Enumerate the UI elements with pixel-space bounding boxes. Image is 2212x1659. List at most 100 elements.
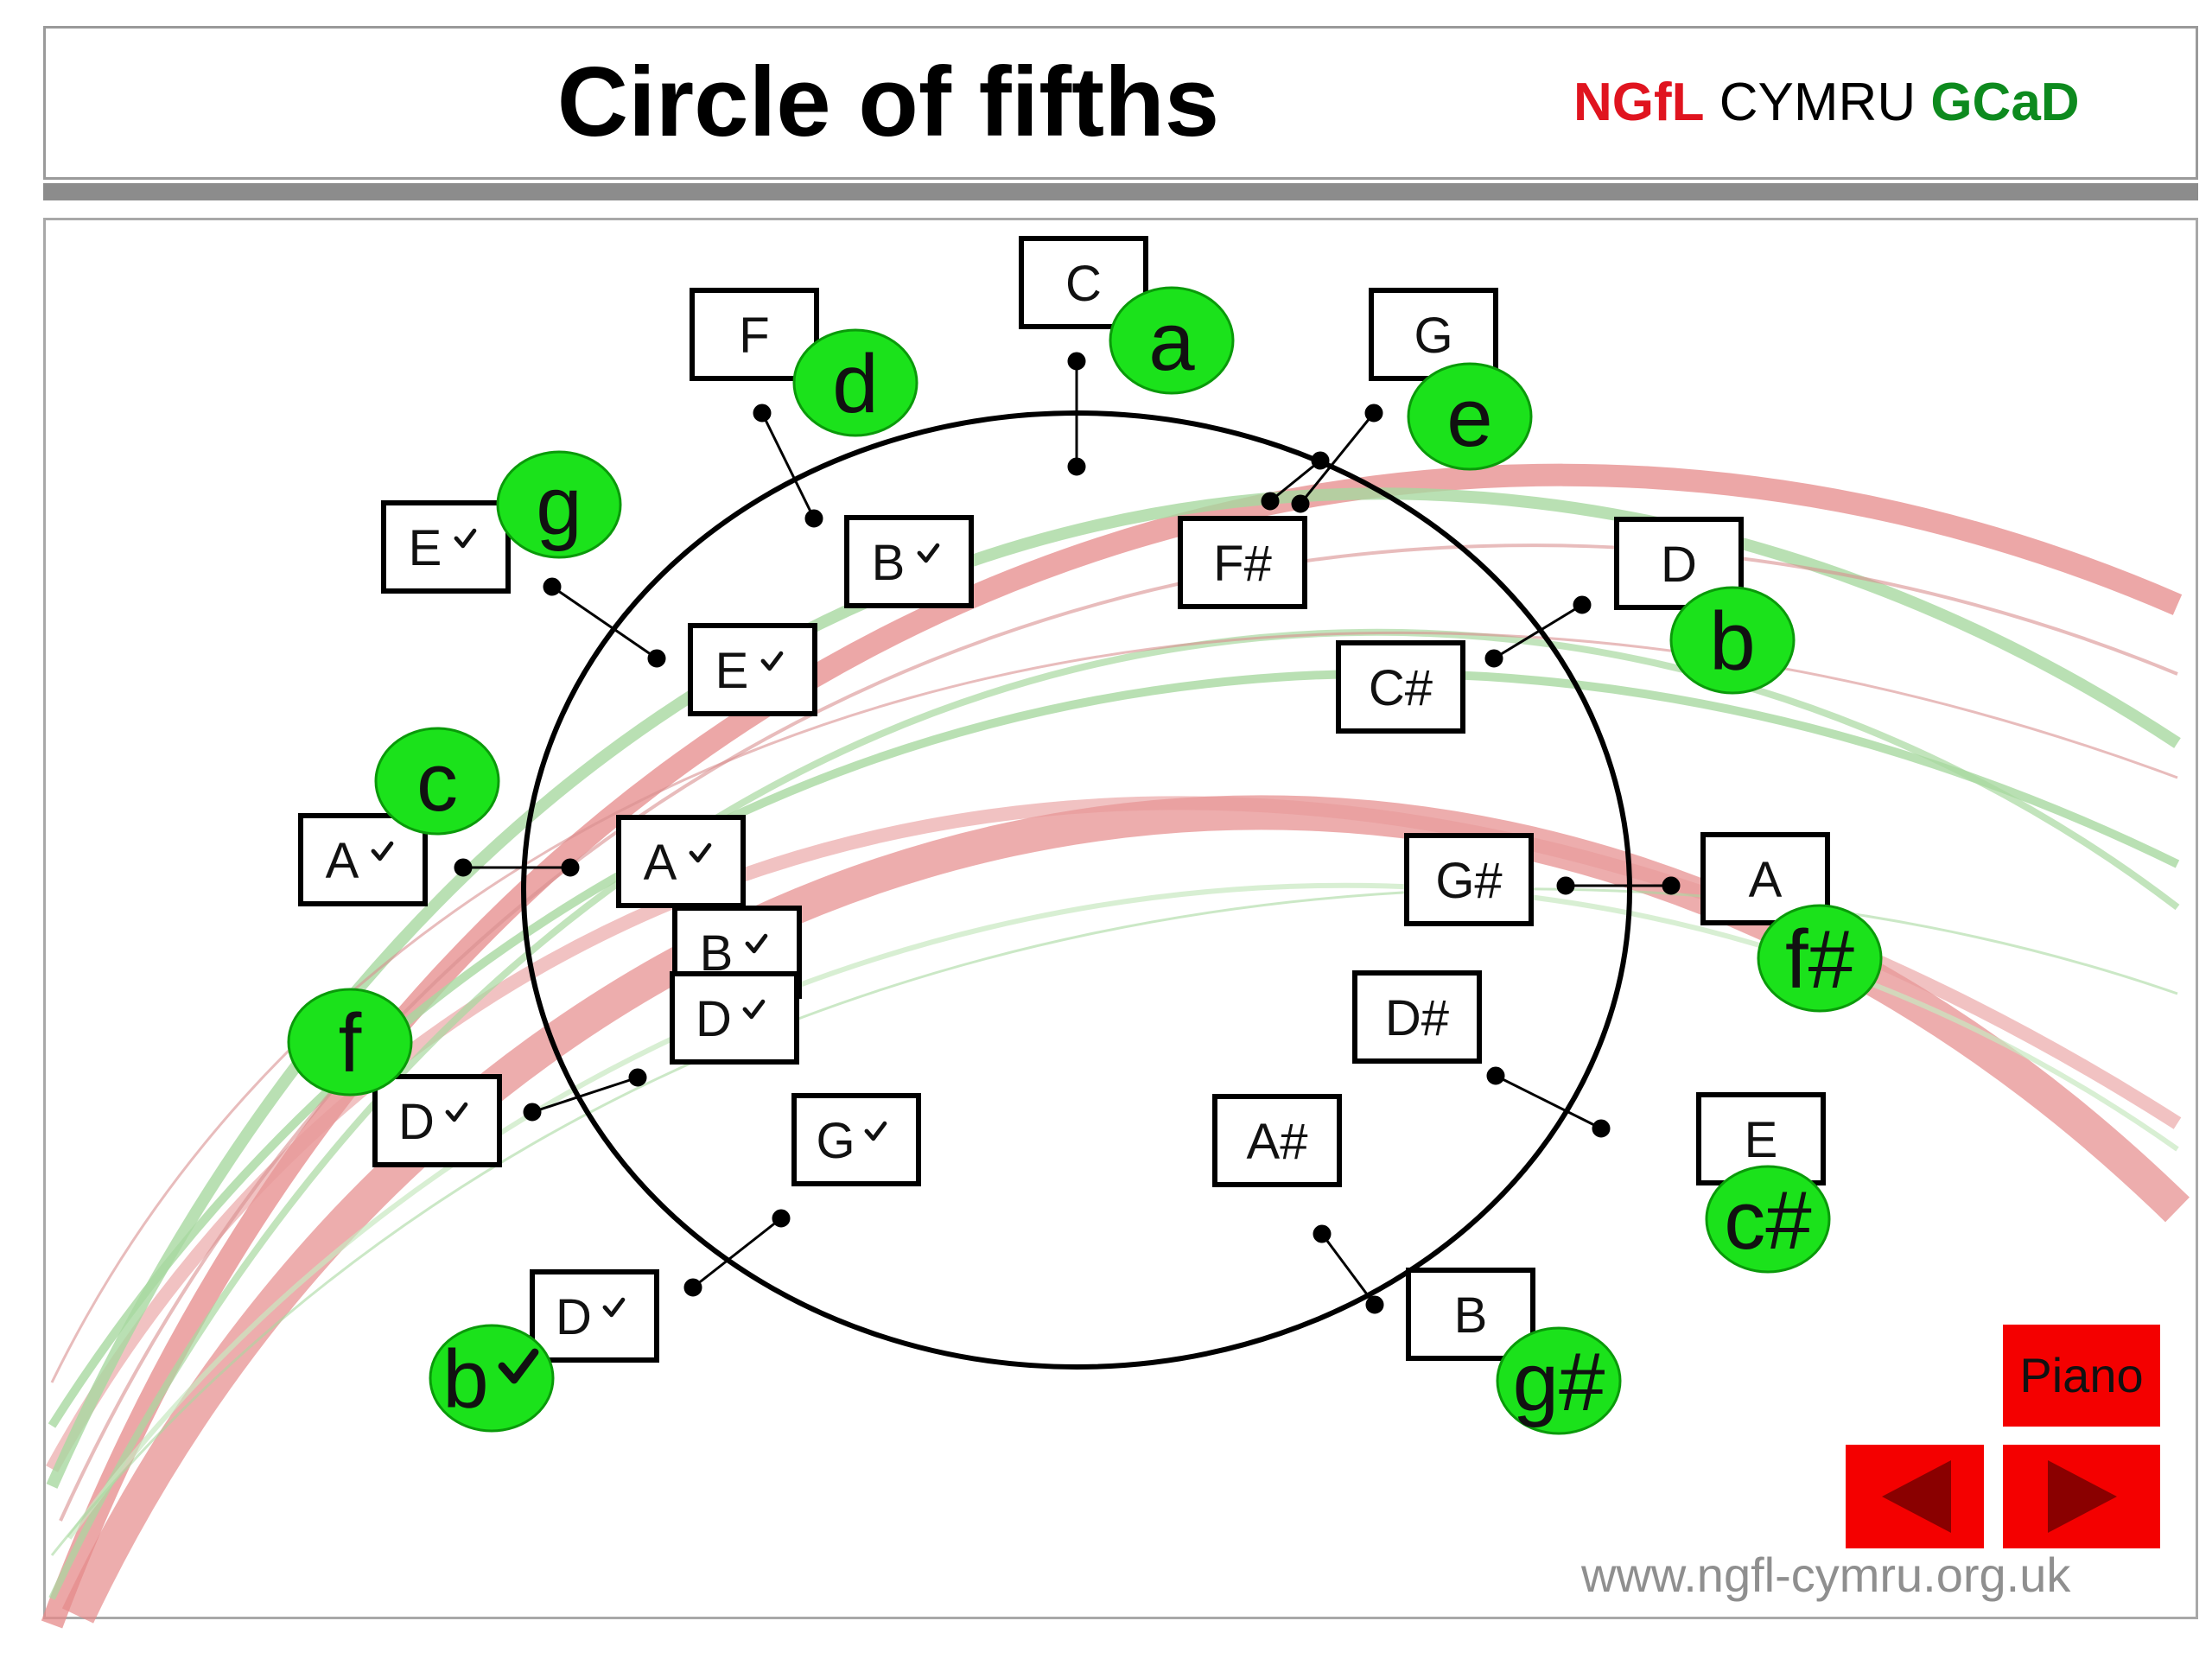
inner-note-5[interactable]: G (791, 1093, 921, 1186)
minor-bubble (429, 1324, 555, 1433)
inner-note-1[interactable]: C# (1336, 640, 1465, 734)
connector-line (1269, 459, 1321, 503)
website-url: www.ngfl-cymru.org.uk (1581, 1548, 2071, 1602)
connector-dot (1486, 1066, 1505, 1085)
check-icon (760, 651, 784, 671)
note-label: C (1065, 256, 1102, 312)
minor-label: a (1148, 296, 1195, 388)
minor-bubble (1496, 1326, 1622, 1435)
minor-bubble (1757, 904, 1883, 1013)
note-box (1212, 1094, 1342, 1187)
inner-note-6[interactable]: D (670, 971, 799, 1065)
minor-key-3[interactable]: f# (1757, 904, 1883, 1013)
connector-dot (1592, 1119, 1611, 1138)
connector-line (1299, 412, 1376, 505)
minor-bubble (496, 450, 622, 559)
connector-dot (523, 1103, 542, 1122)
note-box (298, 813, 428, 906)
note-box (381, 500, 511, 594)
check-icon (371, 841, 394, 861)
outer-note-6[interactable]: D (530, 1269, 659, 1363)
check-icon (498, 1348, 539, 1384)
inner-note-4[interactable]: A# (1212, 1094, 1342, 1187)
minor-label: g (536, 460, 582, 552)
inner-note-9[interactable]: B (844, 515, 974, 608)
outer-note-7[interactable]: D (372, 1074, 502, 1167)
connector-dot (753, 404, 772, 423)
minor-key-10[interactable]: d (792, 328, 918, 437)
minor-label: b (1709, 595, 1755, 688)
connector-line (760, 412, 816, 519)
minor-key-0[interactable]: a (1109, 286, 1235, 395)
outer-note-11[interactable]: F (690, 288, 819, 381)
inner-note-7[interactable]: A (616, 815, 746, 908)
inner-note-0[interactable]: F# (1178, 516, 1307, 609)
note-label: G (1414, 308, 1452, 364)
connector-dot (543, 577, 562, 596)
minor-label: c (416, 736, 458, 829)
minor-key-5[interactable]: g# (1496, 1326, 1622, 1435)
minor-key-bubbles: a e b f# c# g# b f c g d (287, 286, 1883, 1435)
connector-dot (1313, 1224, 1332, 1243)
outer-note-8[interactable]: A (298, 813, 428, 906)
minor-key-2[interactable]: b (1669, 586, 1796, 695)
outer-note-9[interactable]: E (381, 500, 511, 594)
note-box (616, 815, 746, 908)
note-box (791, 1093, 921, 1186)
connector-dot (647, 649, 666, 668)
check-icon (742, 999, 766, 1020)
piano-button[interactable]: Piano (2003, 1325, 2160, 1427)
connector-dot (1261, 492, 1280, 511)
check-icon (864, 1121, 887, 1141)
note-box (844, 515, 974, 608)
minor-key-7[interactable]: f (287, 988, 413, 1096)
note-label: B (1454, 1287, 1488, 1344)
minor-key-8[interactable]: c (374, 727, 500, 836)
note-label: D (398, 1094, 435, 1150)
note-label: E (409, 520, 442, 576)
connector-dot (454, 858, 473, 877)
inner-note-8[interactable]: E (688, 623, 817, 716)
connector-dot (1484, 649, 1503, 668)
inner-note-3[interactable]: D# (1352, 970, 1482, 1064)
minor-key-6[interactable]: b (429, 1324, 555, 1433)
check-icon (602, 1297, 626, 1318)
note-label: E (1745, 1112, 1778, 1168)
note-label: A (326, 833, 359, 889)
connector-dot (1556, 876, 1575, 895)
logo-cymru: CYMRU (1719, 73, 1916, 132)
previous-button[interactable] (1846, 1445, 1984, 1548)
check-icon (917, 543, 940, 563)
outer-note-2[interactable]: D (1614, 517, 1744, 610)
connector-dot (1364, 404, 1383, 423)
connector-dot (772, 1209, 791, 1228)
arrow-right-icon (2048, 1460, 2117, 1533)
connector-line (551, 585, 658, 660)
note-label: A (644, 835, 677, 891)
outer-note-0[interactable]: C (1019, 236, 1148, 329)
note-label: C# (1369, 660, 1433, 716)
connector-dot (683, 1278, 702, 1297)
minor-key-1[interactable]: e (1407, 362, 1533, 471)
inner-note-2[interactable]: G# (1404, 833, 1534, 926)
next-button[interactable] (2003, 1445, 2160, 1548)
note-label: F (739, 308, 769, 364)
outer-note-5[interactable]: B (1406, 1268, 1535, 1361)
minor-key-9[interactable]: g (496, 450, 622, 559)
minor-bubble (287, 988, 413, 1096)
minor-bubble (374, 727, 500, 836)
note-box (1178, 516, 1307, 609)
note-label: B (872, 535, 906, 591)
minor-bubble (1669, 586, 1796, 695)
minor-bubble (792, 328, 918, 437)
minor-bubble (1109, 286, 1235, 395)
connector-line (1493, 603, 1583, 660)
note-label: G# (1435, 853, 1502, 909)
note-label: A# (1247, 1114, 1308, 1170)
header-shadow (43, 183, 2198, 200)
minor-label: d (832, 338, 878, 430)
page-title: Circle of fifths (556, 48, 1220, 157)
minor-key-4[interactable]: c# (1705, 1165, 1831, 1274)
